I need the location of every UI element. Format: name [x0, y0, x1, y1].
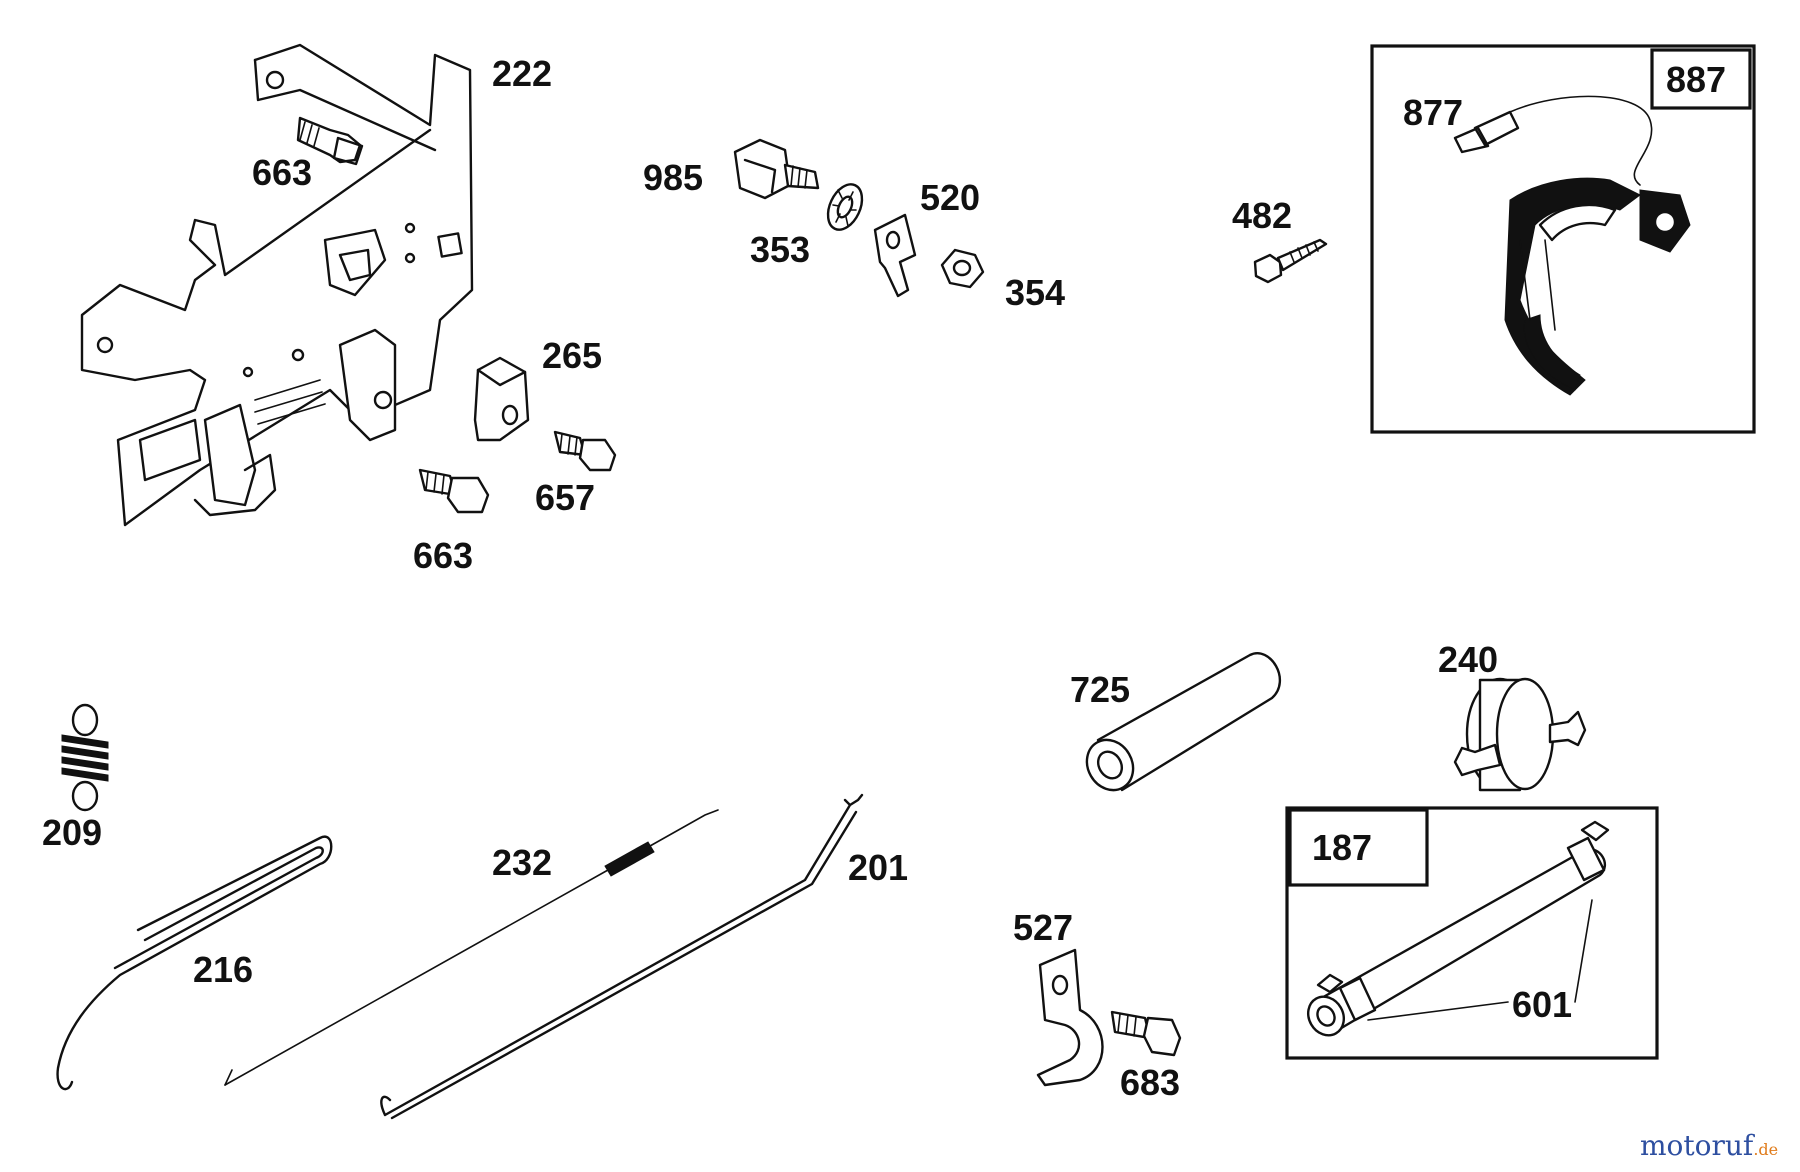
watermark: motoruf.de: [1640, 1129, 1778, 1162]
part-683-bolt: [1110, 1010, 1182, 1057]
label-240: 240: [1438, 639, 1498, 680]
part-520-terminal: [873, 213, 917, 298]
part-482-screw: [1253, 238, 1328, 284]
label-201: 201: [848, 847, 908, 888]
label-232: 232: [492, 842, 552, 883]
part-232-spring-link: [224, 809, 719, 1086]
label-663-upper: 663: [252, 152, 312, 193]
label-683: 683: [1120, 1062, 1180, 1103]
label-877: 877: [1403, 92, 1463, 133]
part-209-spring: [61, 703, 109, 812]
label-527: 527: [1013, 907, 1073, 948]
part-527-cable-clamp: [1036, 948, 1104, 1087]
part-663-bolt-lower: [418, 468, 490, 514]
label-601: 601: [1512, 984, 1572, 1025]
part-601-hose-clamps: [1307, 820, 1610, 1037]
label-663-lower: 663: [413, 535, 473, 576]
label-353: 353: [750, 229, 810, 270]
label-520: 520: [920, 177, 980, 218]
part-222-control-bracket: [80, 43, 474, 527]
kit-label-box-187: [1288, 808, 1429, 887]
label-354: 354: [1005, 272, 1065, 313]
part-201-throttle-link: [380, 793, 864, 1120]
label-887: 887: [1666, 59, 1726, 100]
label-209: 209: [42, 812, 102, 853]
part-663-bolt-upper: [296, 116, 364, 166]
watermark-suffix: .de: [1753, 1140, 1778, 1159]
label-216: 216: [193, 949, 253, 990]
part-985-connector: [733, 138, 820, 200]
label-482: 482: [1232, 195, 1292, 236]
label-187: 187: [1312, 827, 1372, 868]
kit-label-box-887: [1650, 48, 1752, 110]
label-985: 985: [643, 157, 703, 198]
part-265-clip: [473, 356, 530, 442]
label-222: 222: [492, 53, 552, 94]
watermark-brand: motoruf: [1640, 1129, 1756, 1162]
part-216-choke-link: [56, 835, 333, 1091]
label-657: 657: [535, 477, 595, 518]
part-657-bolt: [553, 430, 617, 472]
part-240-fuel-filter: [1453, 677, 1587, 792]
part-354-hex-nut: [940, 248, 985, 289]
part-877-ignition-armature: [1453, 95, 1691, 396]
kit-box-887: [1370, 44, 1756, 434]
label-265: 265: [542, 335, 602, 376]
part-725-tube: [1085, 652, 1282, 792]
kit-box-187: [1285, 806, 1659, 1060]
part-353-lock-washer: [826, 183, 864, 231]
label-725: 725: [1070, 669, 1130, 710]
